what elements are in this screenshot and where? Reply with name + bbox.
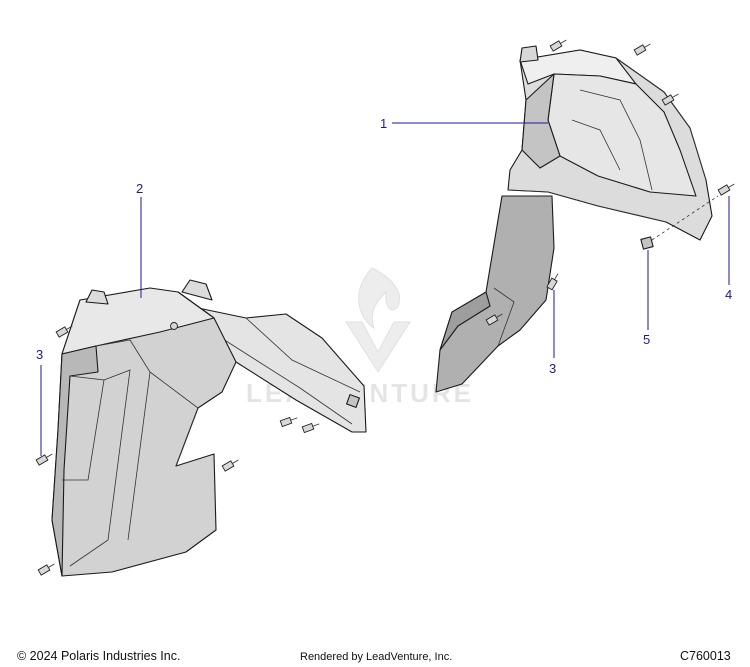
callout-5-label: 5 (643, 332, 650, 347)
right-fender-crease-4 (507, 189, 667, 223)
left-fender-fasteners (35, 325, 320, 576)
screw-icon (549, 39, 567, 52)
screw-icon (661, 93, 679, 106)
screw-icon (37, 563, 55, 576)
left-fender-arm-crease (189, 317, 353, 425)
push-rivet-icon (170, 322, 178, 330)
left-fender-assembly (51, 279, 367, 577)
right-fender-inner-shade (521, 73, 561, 169)
left-fender-crease-3 (62, 375, 105, 481)
screw-icon (485, 313, 503, 326)
callout-3-right-label: 3 (549, 361, 556, 376)
left-fender-arm-crease-2 (245, 317, 361, 393)
copyright-text: © 2024 Polaris Industries Inc. (17, 649, 181, 663)
callout-2-label: 2 (136, 181, 143, 196)
right-fender-mount-tab (519, 45, 539, 63)
callout-5[interactable]: 5 (643, 250, 650, 347)
right-fender-crease-1 (579, 89, 653, 191)
right-fender-fasteners (485, 39, 735, 326)
callout-4-label: 4 (725, 287, 732, 302)
screw-icon (35, 453, 53, 466)
screw-icon (717, 183, 735, 196)
v-logo-icon (345, 321, 411, 373)
screw-icon (546, 273, 559, 291)
screw-icon (633, 43, 651, 56)
callout-3-right[interactable]: 3 (549, 290, 556, 376)
right-fender-skirt-edge (439, 291, 491, 351)
screw-icon (301, 422, 320, 434)
screw-icon (55, 325, 73, 338)
screw-icon (221, 459, 239, 472)
fastener-alignment-line (651, 195, 719, 241)
left-fender-crease-2 (149, 371, 199, 467)
screw-icon (279, 416, 298, 428)
callout-1-label: 1 (380, 116, 387, 131)
left-fender-crease-4 (69, 369, 131, 567)
callout-4[interactable]: 4 (725, 196, 732, 302)
right-fender-clip (640, 236, 654, 250)
right-fender-crease-2 (571, 119, 621, 171)
right-fender-skirt (435, 195, 555, 393)
callout-1[interactable]: 1 (380, 116, 548, 131)
right-fender-crease-3 (615, 57, 707, 181)
left-fender-clip (346, 394, 360, 408)
rendered-by-text: Rendered by LeadVenture, Inc. (300, 651, 453, 663)
left-fender-mount-tab-2 (181, 279, 213, 301)
right-fender-skirt-crease (493, 287, 515, 347)
left-fender-side-shade (51, 345, 99, 577)
callout-3-left-label: 3 (36, 347, 43, 362)
flame-logo-icon (358, 267, 400, 330)
right-fender-assembly (435, 45, 719, 393)
callout-3-left[interactable]: 3 (36, 347, 43, 456)
left-fender-mount-tab-1 (85, 289, 109, 305)
callout-2[interactable]: 2 (136, 181, 143, 298)
diagram-code: C760013 (680, 649, 731, 663)
left-fender-crease-1 (95, 339, 151, 541)
